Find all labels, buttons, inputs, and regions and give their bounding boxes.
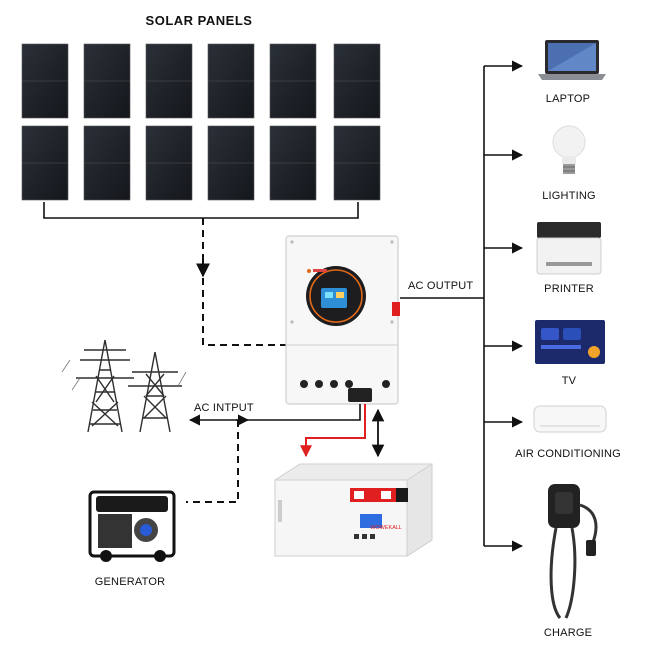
tv-label: TV <box>561 375 577 387</box>
tv-icon <box>535 320 605 364</box>
solar-panel <box>333 125 381 201</box>
hybrid-inverter <box>285 235 400 405</box>
pv-input-dashed-line <box>202 218 290 346</box>
light-bulb-icon <box>552 125 586 174</box>
solar-panel <box>145 125 193 201</box>
solar-panel <box>207 43 255 119</box>
solar-panel <box>145 43 193 119</box>
solar-panel <box>207 125 255 201</box>
solar-panel <box>83 125 131 201</box>
printer-label: PRINTER <box>544 283 594 295</box>
solar-panel <box>333 43 381 119</box>
air-conditioner-icon <box>533 405 607 433</box>
solar-panel <box>21 43 69 119</box>
solar-panel <box>21 125 69 201</box>
air-conditioning-label: AIR CONDITIONING <box>515 448 621 460</box>
battery-positive-link <box>300 404 366 458</box>
generator-icon <box>88 490 176 562</box>
charge-label: CHARGE <box>543 627 593 639</box>
ev-charger-icon <box>548 484 598 619</box>
generator-dashed-line <box>186 420 239 503</box>
lithium-battery <box>274 463 433 557</box>
ac-input-label: AC INTPUT <box>194 402 254 414</box>
solar-panel-array <box>21 43 381 201</box>
generator-label: GENERATOR <box>94 576 166 588</box>
laptop-icon <box>538 40 606 80</box>
ac-output-label: AC OUTPUT <box>408 280 474 292</box>
grid-towers-icon <box>61 339 187 433</box>
solar-panels-label: SOLAR PANELS <box>145 13 253 28</box>
solar-panel <box>83 43 131 119</box>
solar-panel <box>269 125 317 201</box>
solar-panel <box>269 43 317 119</box>
panel-combiner-line <box>43 202 359 219</box>
lighting-label: LIGHTING <box>542 190 596 202</box>
laptop-label: LAPTOP <box>545 93 591 105</box>
printer-icon <box>536 222 602 275</box>
battery-brand-label: WOWEKALL <box>370 525 402 531</box>
